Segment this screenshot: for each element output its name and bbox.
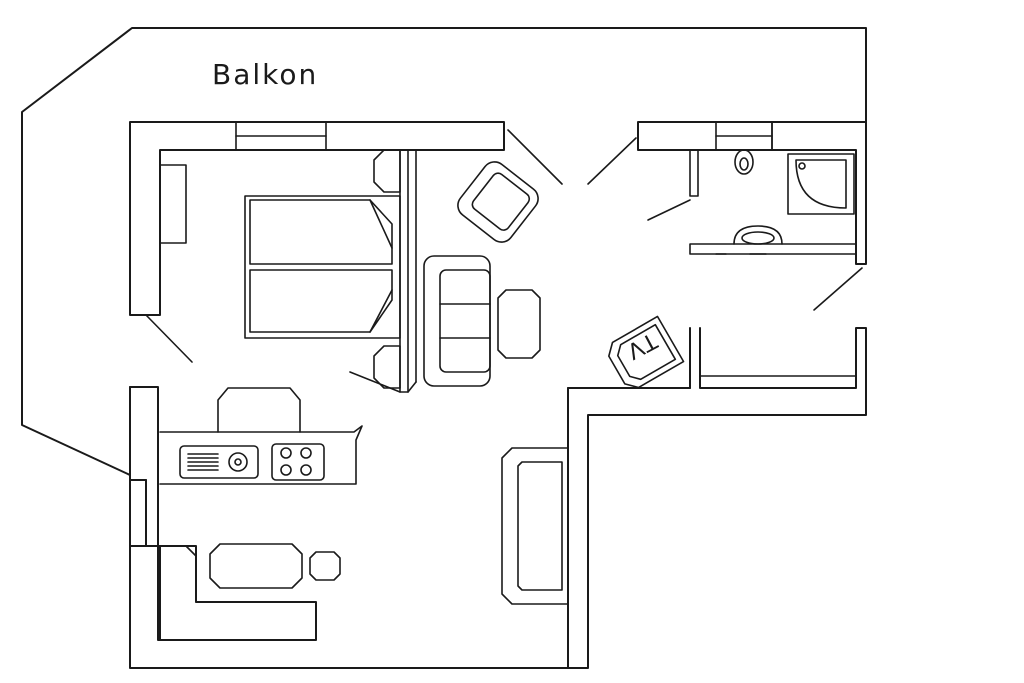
dining-table <box>209 543 303 589</box>
bathtub <box>501 447 569 605</box>
kitchen-chair <box>217 387 301 433</box>
balcony-outline <box>21 27 867 476</box>
tv-stand <box>608 315 685 389</box>
nightstand-top <box>373 149 401 193</box>
corner-bench <box>159 545 197 603</box>
sofa <box>423 255 491 387</box>
shower <box>787 153 855 215</box>
dining-stool <box>309 551 341 581</box>
nightstand-bottom <box>373 345 401 389</box>
coffee-table <box>497 289 541 359</box>
balcony-label: Balkon <box>212 58 319 91</box>
toilet <box>734 149 754 175</box>
door-swings <box>145 129 863 393</box>
outer-walls <box>129 121 867 669</box>
kitchen-counter <box>159 425 363 485</box>
double-bed <box>244 195 401 339</box>
armchair <box>457 161 539 243</box>
wardrobe <box>159 164 187 244</box>
bathroom-sink <box>715 225 783 255</box>
